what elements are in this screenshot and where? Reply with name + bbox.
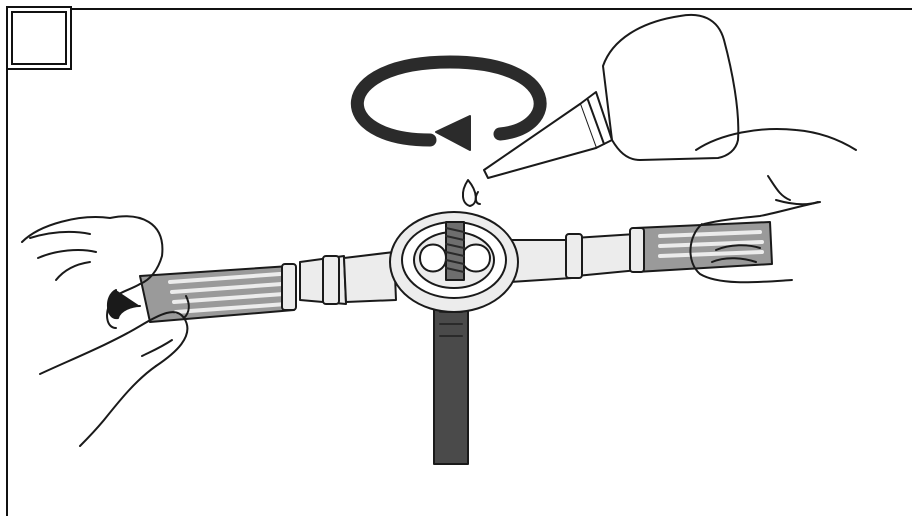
rotation-arrow-icon [351,55,547,151]
figure-frame [6,8,912,516]
step-label-box [6,6,72,70]
right-handle-icon [507,221,773,283]
left-handle-icon [139,251,397,323]
threaded-rod-icon [433,291,469,465]
right-hand-icon [689,127,857,284]
oil-drop-icon [462,179,481,207]
die-holder-icon [389,211,519,313]
oil-bottle-icon [483,13,740,179]
left-hand-icon [21,215,190,447]
step-label [11,11,67,65]
